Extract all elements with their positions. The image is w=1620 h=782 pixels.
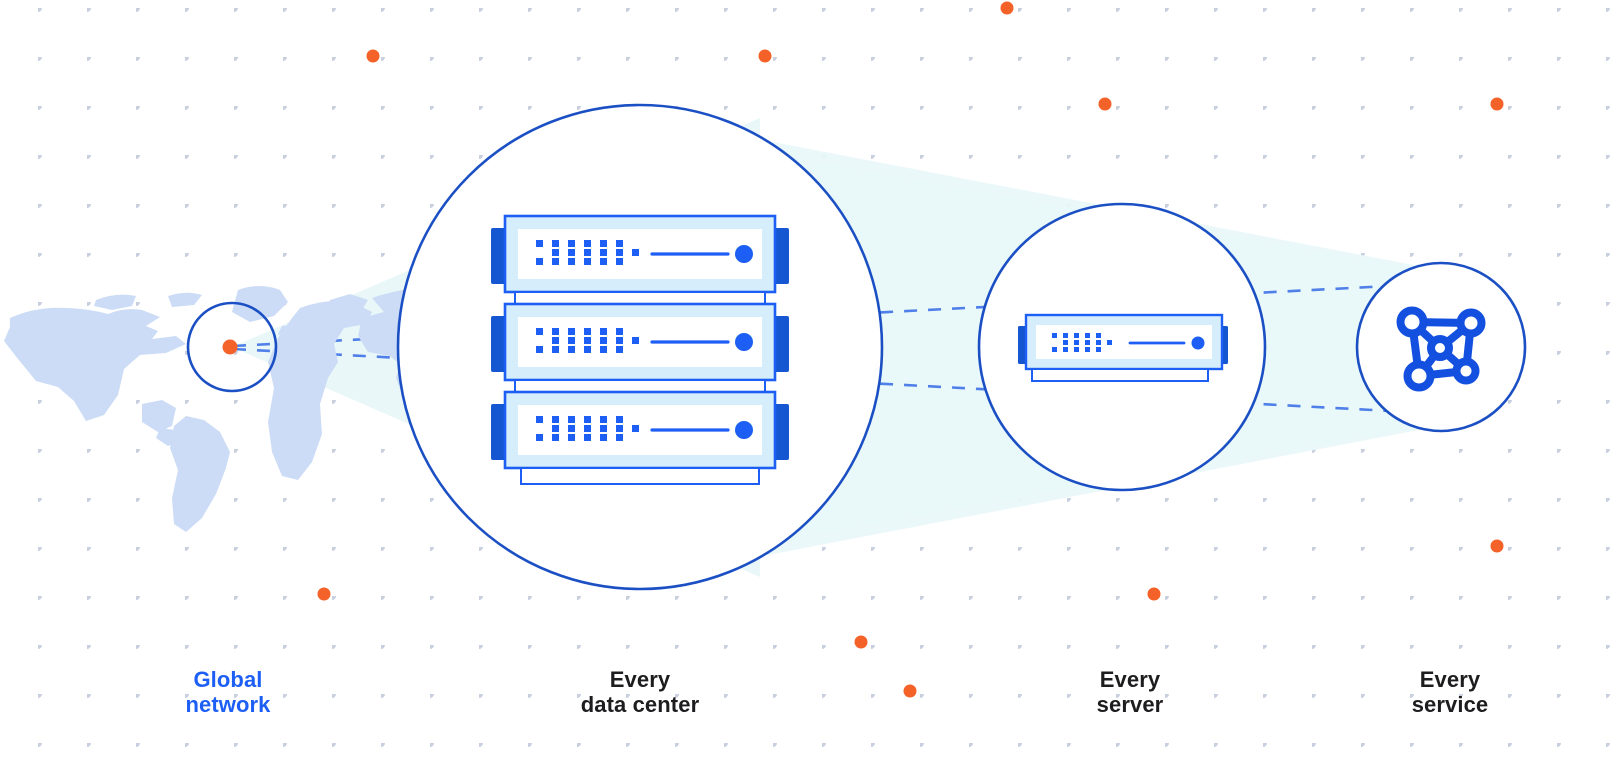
label-line-1: Every	[609, 667, 671, 692]
server-unit	[491, 390, 789, 485]
vent-dots	[536, 416, 639, 441]
label-line-1: Every	[1419, 667, 1481, 692]
vent-dots	[1052, 333, 1112, 352]
location-dot-marker	[222, 339, 238, 355]
highlight-dot	[317, 587, 331, 601]
highlight-dot	[903, 684, 917, 698]
stage-label-data-center: Every data center	[540, 667, 740, 717]
stage-label-service: Every service	[1350, 667, 1550, 717]
server-unit	[491, 302, 789, 395]
server-unit-icon	[1018, 313, 1228, 382]
status-dot	[735, 333, 753, 351]
node-top-left	[1396, 306, 1428, 338]
server-rack-icon	[491, 214, 789, 485]
highlight-dot	[1490, 97, 1504, 111]
node-bottom-right	[1452, 357, 1480, 385]
highlight-dot	[758, 49, 772, 63]
status-dot	[735, 245, 753, 263]
node-center	[1427, 335, 1453, 361]
label-line-2: data center	[580, 691, 700, 717]
highlight-dot	[1098, 97, 1112, 111]
highlight-dot	[366, 49, 380, 63]
stage-label-server: Every server	[1030, 667, 1230, 717]
vent-dots	[536, 240, 639, 265]
vent-dots	[536, 328, 639, 353]
highlight-dot	[1000, 1, 1014, 15]
map-locator-circle	[186, 301, 278, 393]
node-bottom-left	[1403, 360, 1435, 392]
stage-label-global-network: Global network	[128, 667, 328, 717]
network-graph-nodes	[1396, 306, 1486, 392]
label-line-1: Every	[1099, 667, 1161, 692]
label-line-2: service	[1411, 691, 1489, 717]
label-line-2: network	[185, 691, 271, 717]
highlight-dot	[854, 635, 868, 649]
node-top-right	[1456, 308, 1486, 338]
label-line-2: server	[1096, 691, 1164, 717]
status-dot	[1191, 336, 1205, 350]
highlight-dot	[1490, 539, 1504, 553]
server-unit	[491, 214, 789, 307]
label-line-1: Global	[193, 667, 263, 692]
highlight-dot	[1147, 587, 1161, 601]
status-dot	[735, 421, 753, 439]
